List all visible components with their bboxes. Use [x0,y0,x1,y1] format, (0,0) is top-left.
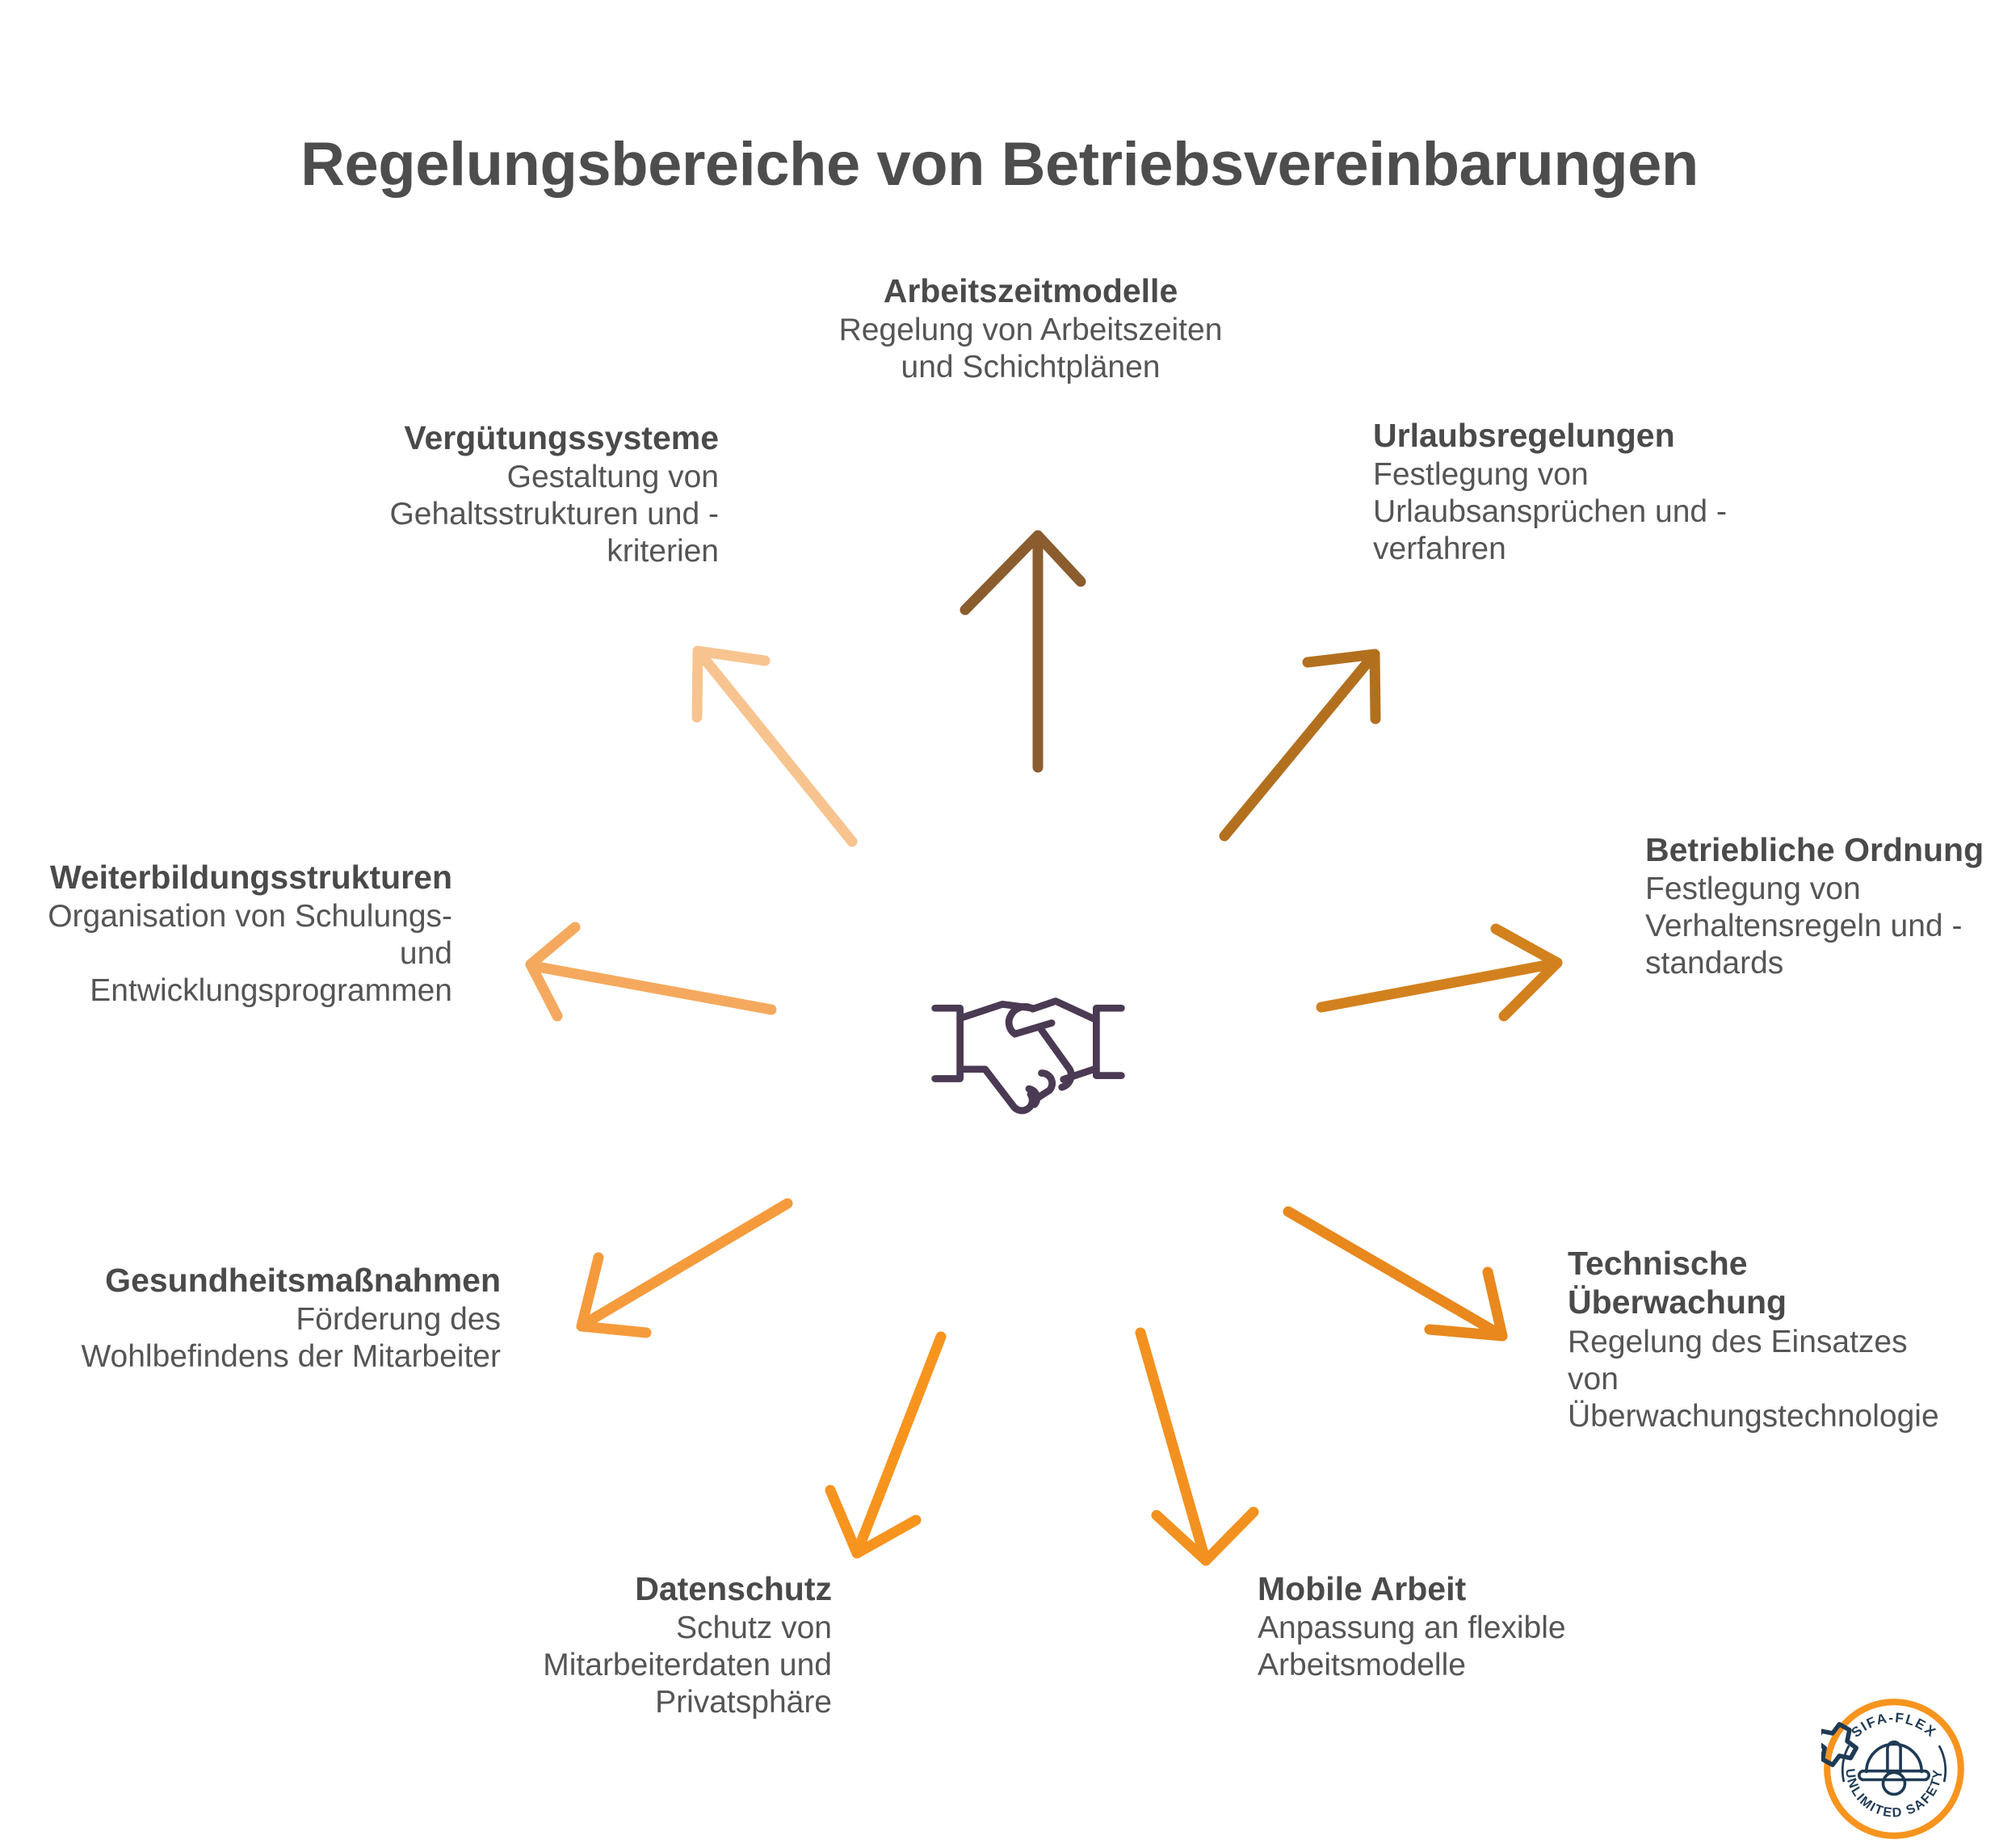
handshake-icon [931,998,1125,1115]
logo-arc-right [1938,1745,1947,1783]
node-title-technische-ueberwachung: Technische Überwachung [1568,1245,1787,1321]
node-title-arbeitszeitmodelle: Arbeitszeitmodelle [883,272,1178,309]
arrow-down-datenschutz [825,1331,947,1559]
hardhat-gear-icon [1821,1722,1930,1796]
node-mobile-arbeit: Mobile Arbeit Anpassung an flexible Arbe… [1258,1569,1637,1684]
node-desc-urlaubsregelungen: Festlegung von Urlaubsansprüchen und -ve… [1373,457,1727,567]
node-arbeitszeitmodelle: Arbeitszeitmodelle Regelung von Arbeitsz… [833,271,1228,386]
node-title-betriebliche-ordnung: Betriebliche Ordnung [1645,831,1984,868]
node-title-weiterbildungsstrukturen: Weiterbildungsstrukturen [49,859,452,896]
logo-arc-left [1841,1745,1850,1783]
node-datenschutz: Datenschutz Schutz von Mitarbeiterdaten … [468,1569,832,1721]
node-desc-mobile-arbeit: Anpassung an flexible Arbeitsmodelle [1258,1611,1566,1683]
node-desc-betriebliche-ordnung: Festlegung von Verhaltensregeln und -sta… [1645,872,1963,981]
node-desc-datenschutz: Schutz von Mitarbeiterdaten und Privatsp… [543,1611,832,1720]
sifa-flex-logo: SIFA-FLEX UNLIMITED SAFETY [1821,1699,1964,1839]
arrow-left-weiterbildungsstrukturen [525,922,777,1022]
arrow-up-left-verguetungssysteme [691,645,858,847]
page-title: Regelungsbereiche von Betriebsvereinbaru… [300,130,1699,199]
arrow-down-right-technische-ueberwachung [1283,1206,1508,1342]
node-gesundheitsmassnahmen: Gesundheitsmaßnahmen Förderung des Wohlb… [81,1261,501,1376]
node-weiterbildungsstrukturen: Weiterbildungsstrukturen Organisation vo… [36,858,452,1010]
node-title-urlaubsregelungen: Urlaubsregelungen [1373,417,1675,454]
node-desc-weiterbildungsstrukturen: Organisation von Schulungs- und Entwickl… [48,899,452,1009]
node-desc-technische-ueberwachung: Regelung des Einsatzes von Überwachungst… [1568,1324,1939,1434]
node-title-gesundheitsmassnahmen: Gesundheitsmaßnahmen [105,1262,501,1299]
arrow-up-arbeitszeitmodelle [960,530,1086,773]
node-betriebliche-ordnung: Betriebliche Ordnung Festlegung von Verh… [1645,830,1984,982]
node-desc-gesundheitsmassnahmen: Förderung des Wohlbefindens der Mitarbei… [81,1302,501,1375]
logo-ring [1824,1699,1964,1839]
node-title-datenschutz: Datenschutz [635,1570,832,1607]
node-technische-ueberwachung: Technische Überwachung Regelung des Eins… [1568,1244,1955,1435]
node-urlaubsregelungen: Urlaubsregelungen Festlegung von Urlaubs… [1373,416,1753,568]
node-title-mobile-arbeit: Mobile Arbeit [1258,1570,1467,1607]
node-verguetungssysteme: Vergütungssysteme Gestaltung von Gehalts… [355,418,719,570]
arrow-right-betriebliche-ordnung [1316,923,1563,1022]
node-title-verguetungssysteme: Vergütungssysteme [404,419,719,456]
arrow-down-mobile-arbeit [1135,1327,1259,1566]
arrow-down-left-gesundheitsmassnahmen [576,1198,793,1338]
node-desc-verguetungssysteme: Gestaltung von Gehaltsstrukturen und -kr… [389,460,719,569]
node-desc-arbeitszeitmodelle: Regelung von Arbeitszeiten und Schichtpl… [838,313,1223,385]
arrow-up-right-urlaubsregelungen [1219,649,1381,842]
